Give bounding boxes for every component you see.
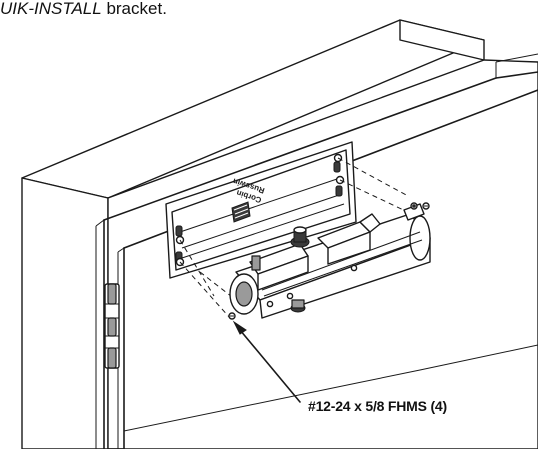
arrowhead-icon [232,320,247,335]
caption-text: UIK-INSTALL bracket. [0,0,167,17]
caption-product-name: UIK-INSTALL [0,0,102,18]
door-closer-body [229,202,431,319]
caption-suffix: bracket. [101,0,167,18]
brand-badge [231,201,251,223]
screw-callout-label: #12-24 x 5/8 FHMS (4) [308,398,447,414]
callout-leader [232,320,301,403]
screw-icon [228,202,430,320]
mounting-bracket [165,141,357,279]
hinge-icon [104,283,120,369]
